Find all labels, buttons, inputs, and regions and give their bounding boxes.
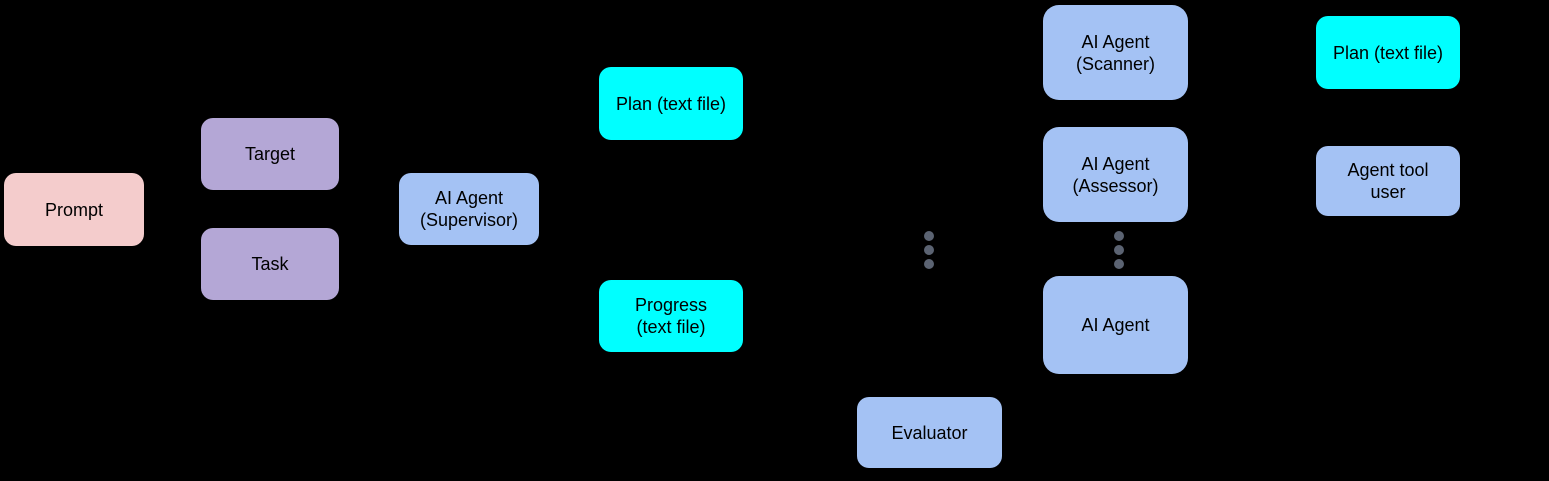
node-ai-agent-scanner: AI Agent (Scanner) [1043,5,1188,100]
node-agent-tool-user-label: Agent tool user [1347,160,1429,202]
node-ai-agent-supervisor: AI Agent (Supervisor) [399,173,539,245]
ellipsis-dot [924,259,934,269]
node-task: Task [201,228,339,300]
node-task-label: Task [251,254,289,274]
node-ai-agent: AI Agent [1043,276,1188,374]
ellipsis-dot [924,231,934,241]
vertical-ellipsis-icon [924,231,934,269]
node-progress-text-file: Progress (text file) [599,280,743,352]
node-ai-agent-assessor-label: AI Agent (Assessor) [1072,153,1159,196]
ellipsis-dot [1114,245,1124,255]
node-ai-agent-scanner-label: AI Agent (Scanner) [1075,31,1156,74]
node-target: Target [201,118,339,190]
ellipsis-dot [1114,259,1124,269]
node-evaluator-label: Evaluator [891,422,968,443]
ellipsis-dot [1114,231,1124,241]
node-prompt-label: Prompt [44,199,104,220]
vertical-ellipsis-icon [1114,231,1124,269]
node-ai-agent-assessor: AI Agent (Assessor) [1043,127,1188,222]
node-agent-tool-user: Agent tool user [1316,146,1460,216]
node-plan-text-file-right: Plan (text file) [1316,16,1460,89]
node-plan-text-file-label: Plan (text file) [615,93,727,114]
node-ai-agent-label: AI Agent [1081,315,1150,335]
node-evaluator: Evaluator [857,397,1002,468]
node-plan-text-file-right-label: Plan (text file) [1332,42,1444,63]
ellipsis-dot [924,245,934,255]
node-target-label: Target [244,144,296,164]
node-ai-agent-supervisor-label: AI Agent (Supervisor) [419,188,519,230]
node-progress-text-file-label: Progress (text file) [634,295,708,337]
node-plan-text-file: Plan (text file) [599,67,743,140]
node-prompt: Prompt [4,173,144,246]
